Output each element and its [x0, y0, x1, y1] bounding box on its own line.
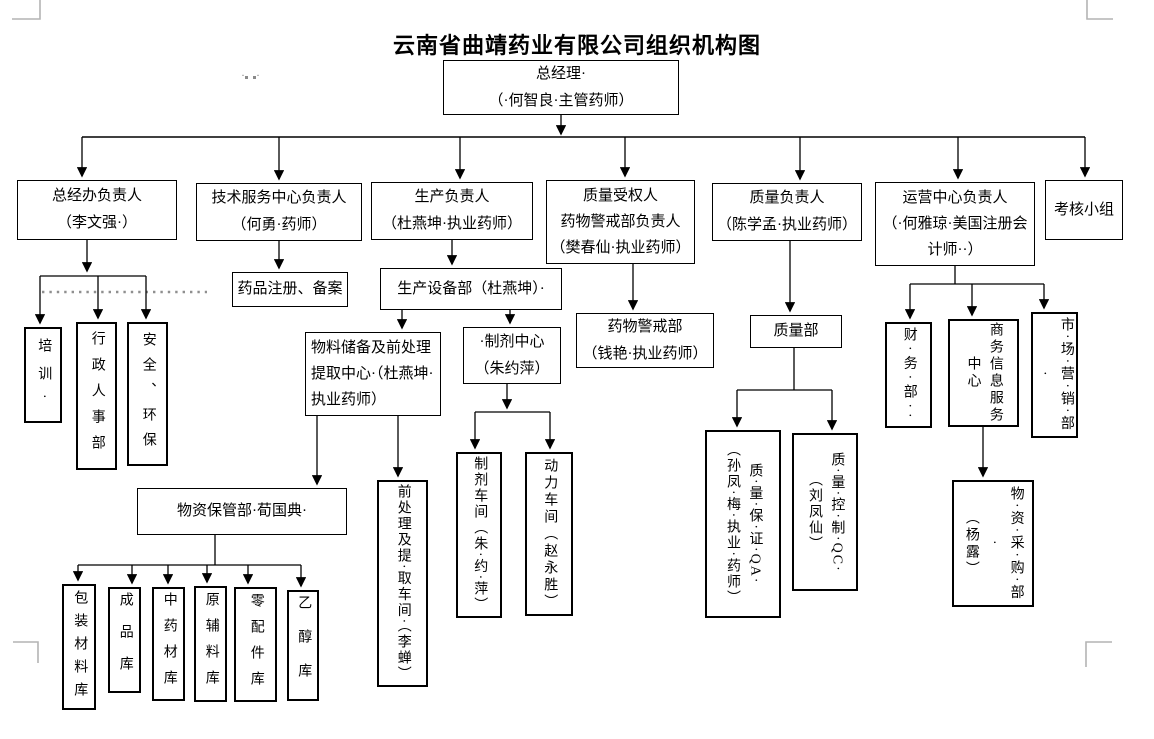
node-marketing-dept: 市·场·营·销·部·: [1031, 312, 1078, 438]
crop-marks: [12, 0, 1113, 667]
node-operations-center-head: 运营中心负责人 （·何雅琼·美国注册会 计师··）: [875, 182, 1035, 266]
operations-connectors: [904, 266, 1050, 478]
node-production-equipment-dept: 生产设备部（杜燕坤）·: [380, 268, 562, 310]
root-bus-connectors: [76, 115, 1091, 181]
node-admin-office-head: 总经办负责人 （李文强·）: [17, 180, 177, 240]
node-formulation-center: ·制剂中心 （朱约萍）: [463, 327, 561, 384]
node-warehouse-herbal-material: 中药材库: [152, 587, 185, 701]
production-connectors: [311, 240, 556, 486]
node-business-info-service-center: 商务信息服务 中心: [948, 319, 1019, 427]
node-formulation-workshop: 制剂车间（朱·约·萍）: [456, 452, 502, 618]
node-warehouse-raw-auxiliary: 原辅料库: [194, 586, 227, 702]
quality-head-connectors: [731, 241, 838, 431]
node-pre-extraction-workshop: 前处理及提·取车间·（李蝉）: [377, 480, 428, 687]
node-quality-authorized-person: 质量受权人 药物警戒部负责人 （樊春仙·执业药师）: [546, 180, 695, 264]
node-quality-assurance-qa: 质·量·保·证·QA· （孙凤·梅·执业·药师）: [705, 430, 781, 618]
stray-dot-marks: [245, 76, 256, 79]
node-power-workshop: 动力车间（赵永胜）: [525, 452, 573, 616]
node-material-procurement-dept: 物·资·采·购·部· （杨露）: [952, 480, 1034, 607]
node-drug-registration: 药品注册、备案: [232, 272, 348, 307]
node-quality-head: 质量负责人 （陈学孟·执业药师）: [712, 183, 862, 241]
node-quality-dept: 质量部: [750, 315, 842, 348]
node-assessment-group: 考核小组: [1045, 180, 1123, 240]
node-material-keeping-dept: 物资保管部·荀国典·: [137, 488, 347, 535]
node-production-head: 生产负责人 （杜燕坤·执业药师）: [371, 182, 533, 240]
node-quality-control-qc: 质·量·控·制·QC· （刘凤仙）: [792, 433, 858, 591]
node-pharmacovigilance-dept: 药物警戒部 （钱艳·执业药师）: [576, 313, 714, 368]
node-warehouse-ethanol: 乙醇库: [287, 590, 319, 701]
page-title: 云南省曲靖药业有限公司组织机构图: [392, 33, 761, 58]
node-hr-admin-dept: 行政人事部: [76, 322, 117, 470]
node-training: 培训·: [24, 327, 62, 423]
admin-office-connectors: [34, 240, 207, 325]
node-warehouse-packaging: 包装材料库: [62, 584, 96, 710]
node-finance-dept: 财·务·部··: [885, 322, 932, 428]
node-tech-service-head: 技术服务中心负责人 （何勇·药师）: [196, 183, 362, 241]
node-safety-environment: 安全、环保: [127, 322, 168, 466]
node-general-manager: 总经理· （·何智良·主管药师）: [443, 60, 679, 115]
node-warehouse-finished-goods: 成品库: [108, 587, 141, 693]
node-material-storage-center: 物料储备及前处理 提取中心·（杜燕坤· 执业药师）: [305, 332, 441, 416]
node-warehouse-spare-parts: 零配件库: [234, 587, 277, 702]
material-keeping-connectors: [72, 535, 307, 588]
